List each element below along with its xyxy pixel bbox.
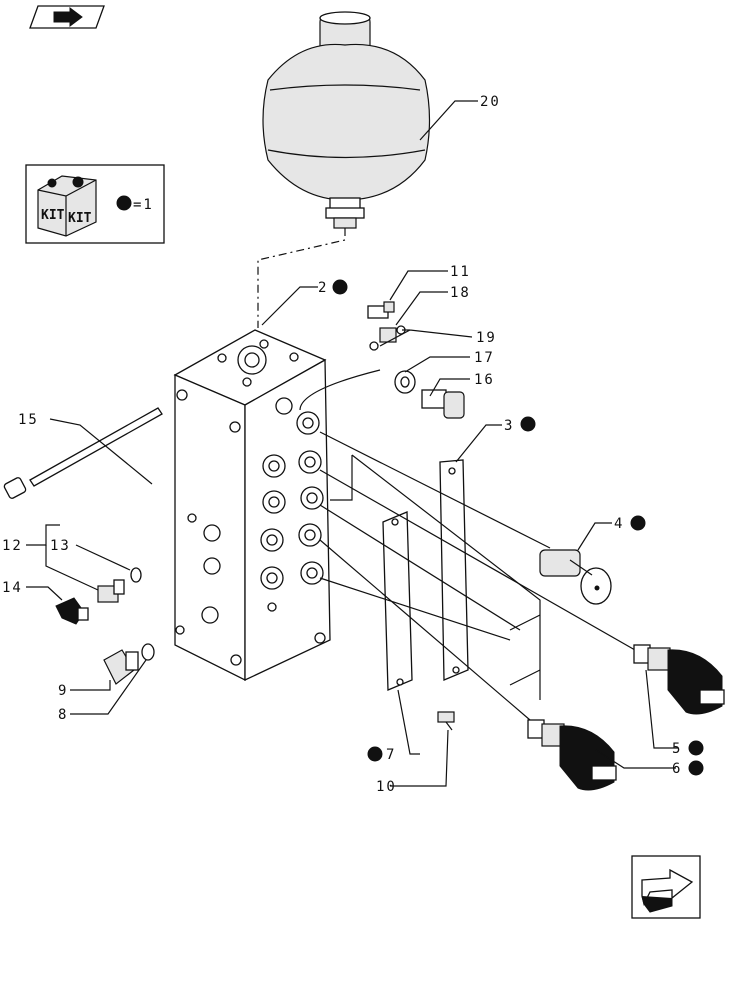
- callout-7: 7: [386, 747, 396, 763]
- callout-12: 12: [2, 538, 23, 554]
- kit-label-2: KIT: [68, 211, 92, 226]
- cap-14: [55, 597, 89, 625]
- callout-2: 2: [318, 280, 328, 296]
- callout-16: 16: [474, 372, 495, 388]
- forward-nav-icon[interactable]: [631, 855, 701, 919]
- oring-13: [130, 567, 142, 583]
- plug-12: [97, 579, 125, 603]
- plug-valve-4: [539, 549, 612, 605]
- kit-legend-box: [25, 164, 165, 244]
- kit-legend-text: =1: [133, 197, 154, 213]
- callout-5: 5: [672, 741, 682, 757]
- callout-14: 14: [2, 580, 23, 596]
- callout-20: 20: [480, 94, 501, 110]
- pressure-sensor-16: [421, 389, 465, 419]
- fitting-11: [367, 301, 395, 319]
- callout-bullets: [332, 279, 704, 776]
- leader-lines: [26, 100, 678, 787]
- screw-10: [437, 711, 455, 731]
- callout-18: 18: [450, 285, 471, 301]
- callout-9: 9: [58, 683, 68, 699]
- callout-10: 10: [376, 779, 397, 795]
- oring-19: [369, 325, 406, 351]
- solenoid-valve-5: [633, 644, 725, 715]
- oring-8: [141, 643, 155, 661]
- gasket-plate-3: [439, 459, 469, 681]
- callout-19: 19: [476, 330, 497, 346]
- solenoid-valve-6: [527, 719, 617, 791]
- valve-block-part: [173, 329, 331, 682]
- callout-3: 3: [504, 418, 514, 434]
- callout-4: 4: [614, 516, 624, 532]
- callout-11: 11: [450, 264, 471, 280]
- washer-17: [394, 370, 416, 394]
- accumulator-part: [257, 11, 431, 328]
- gasket-plate-7: [382, 511, 413, 691]
- callout-13: 13: [50, 538, 71, 554]
- callout-6: 6: [672, 761, 682, 777]
- kit-label-1: KIT: [41, 208, 65, 223]
- long-bolt-15: [3, 407, 163, 499]
- explosion-lines: [299, 369, 636, 721]
- callout-17: 17: [474, 350, 495, 366]
- callout-15: 15: [18, 412, 39, 428]
- fitting-18: [379, 327, 397, 343]
- callout-8: 8: [58, 707, 68, 723]
- plug-9: [103, 649, 139, 685]
- back-nav-icon[interactable]: [29, 5, 105, 29]
